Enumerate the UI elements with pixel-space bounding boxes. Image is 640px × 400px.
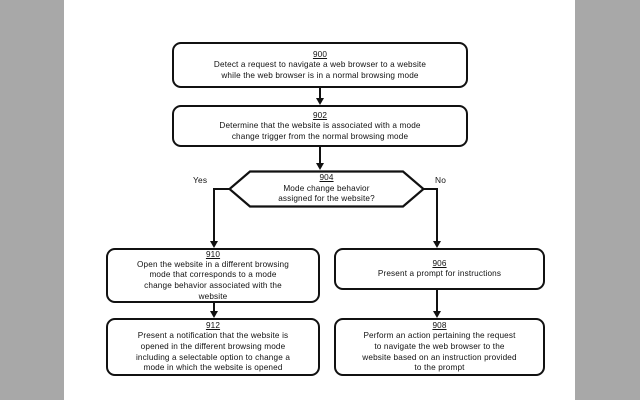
- flowchart-canvas: 900 Detect a request to navigate a web b…: [64, 0, 575, 400]
- flowchart-node-904: 904 Mode change behavior assigned for th…: [228, 170, 425, 208]
- flowchart-node-900: 900 Detect a request to navigate a web b…: [172, 42, 468, 88]
- connector-910-912-line: [213, 303, 215, 312]
- node-910-ref: 910: [205, 249, 221, 259]
- no-branch-horizontal: [423, 188, 438, 190]
- left-margin-bar: [0, 0, 64, 400]
- right-margin-bar: [575, 0, 640, 400]
- flowchart-node-908: 908 Perform an action pertaining the req…: [334, 318, 545, 376]
- node-908-text: Perform an action pertaining the request…: [362, 331, 517, 373]
- connector-902-904-arrow: [315, 163, 324, 170]
- node-904-text: Mode change behavior assigned for the we…: [278, 183, 375, 204]
- yes-branch-label: Yes: [193, 175, 208, 185]
- node-906-ref: 906: [432, 259, 447, 269]
- node-912-ref: 912: [205, 321, 221, 331]
- no-branch-label: No: [435, 175, 447, 185]
- node-902-text: Determine that the website is associated…: [219, 120, 421, 141]
- node-900-text: Detect a request to navigate a web brows…: [213, 59, 427, 80]
- flowchart-node-910: 910 Open the website in a different brow…: [106, 248, 320, 303]
- flowchart-node-912: 912 Present a notification that the webs…: [106, 318, 320, 376]
- node-902-ref: 902: [312, 110, 328, 120]
- no-branch-vertical: [436, 188, 438, 242]
- flowchart-node-902: 902 Determine that the website is associ…: [172, 105, 468, 147]
- node-906-text: Present a prompt for instructions: [377, 269, 502, 279]
- node-912-text: Present a notification that the website …: [135, 331, 291, 373]
- yes-branch-horizontal: [213, 188, 230, 190]
- no-branch-arrow: [432, 241, 441, 248]
- yes-branch-arrow: [209, 241, 218, 248]
- connector-900-902-arrow: [315, 98, 324, 105]
- yes-branch-vertical: [213, 188, 215, 242]
- node-908-ref: 908: [432, 321, 447, 331]
- connector-906-908-arrow: [432, 311, 441, 318]
- node-904-content: 904 Mode change behavior assigned for th…: [228, 170, 425, 208]
- connector-900-902-line: [319, 88, 321, 99]
- flowchart-node-906: 906 Present a prompt for instructions: [334, 248, 545, 290]
- node-910-text: Open the website in a different browsing…: [137, 259, 289, 301]
- connector-906-908-line: [436, 290, 438, 312]
- connector-910-912-arrow: [209, 311, 218, 318]
- node-904-ref: 904: [319, 173, 334, 183]
- connector-902-904-line: [319, 147, 321, 163]
- node-900-ref: 900: [312, 49, 328, 59]
